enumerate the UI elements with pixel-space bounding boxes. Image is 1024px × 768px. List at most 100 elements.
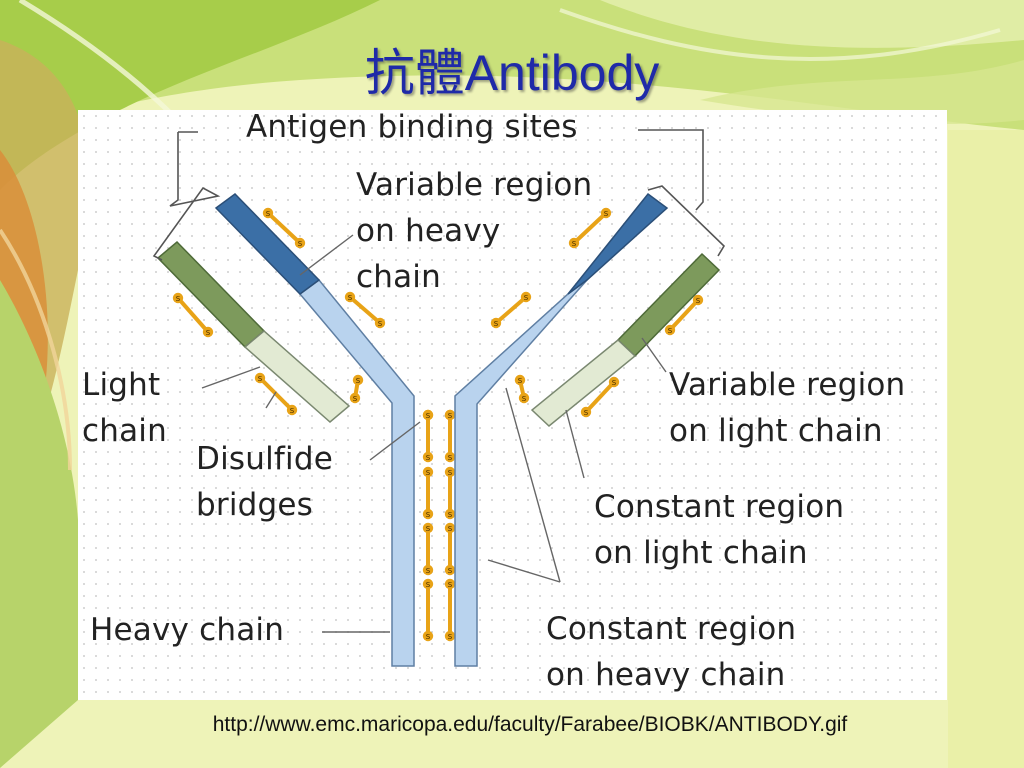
label-constant-region-light: Constant region on light chain [594, 489, 845, 571]
disulfide-atom [422, 409, 434, 421]
disulfide-atom [692, 294, 704, 306]
disulfide-atom-label: s [696, 296, 701, 306]
disulfide-bond [494, 295, 528, 325]
label-disulfide-bridges: Disulfide bridges [196, 441, 333, 523]
disulfide-atom-label: s [494, 319, 499, 329]
heavy-chain-left-variable [214, 193, 321, 295]
disulfide-atom [444, 409, 456, 421]
disulfide-bond [572, 211, 608, 245]
antibody-structure-drawing: ssssssssssssssssssssssssssssssssssssss [152, 129, 726, 667]
disulfide-atom [286, 404, 298, 416]
disulfide-atom-label: s [356, 376, 361, 386]
disulfide-atom-label: s [572, 239, 577, 249]
disulfide-atom-label: s [448, 580, 453, 590]
label-variable-region-heavy: Variable region on heavy chain [356, 167, 593, 295]
disulfide-atom-label: s [426, 580, 431, 590]
disulfide-atom [608, 376, 620, 388]
disulfide-bond [258, 376, 294, 412]
disulfide-atom [600, 207, 612, 219]
disulfide-atom-label: s [584, 408, 589, 418]
disulfide-atom [444, 564, 456, 576]
heavy-chain-right-variable [567, 192, 669, 295]
label-antigen-binding-sites: Antigen binding sites [246, 109, 578, 145]
disulfide-atom [422, 578, 434, 590]
disulfide-atom-label: s [604, 209, 609, 219]
label-constant-region-heavy: Constant region on heavy chain [546, 611, 797, 693]
disulfide-atom-label: s [426, 566, 431, 576]
leader-variable-light [641, 337, 667, 373]
disulfide-atom-label: s [524, 293, 529, 303]
disulfide-atom-label: s [448, 524, 453, 534]
disulfide-bonds: ssssssssssssssssssssssssssssssssssssss [172, 207, 704, 642]
light-chain-right-constant [530, 339, 637, 427]
disulfide-atom [664, 324, 676, 336]
slide-title: 抗體Antibody [364, 45, 660, 101]
disulfide-bond [266, 211, 302, 245]
disulfide-atom [349, 392, 361, 404]
disulfide-atom-label: s [266, 209, 271, 219]
leader-disulfide [265, 391, 277, 409]
disulfide-bond [176, 296, 210, 334]
disulfide-atom-label: s [426, 468, 431, 478]
disulfide-atom-label: s [348, 293, 353, 303]
disulfide-atom-label: s [353, 394, 358, 404]
leader-constant-heavy-1 [505, 387, 561, 583]
disulfide-atom-label: s [426, 524, 431, 534]
disulfide-atom-label: s [206, 328, 211, 338]
disulfide-atom-label: s [258, 374, 263, 384]
label-heavy-chain: Heavy chain [90, 612, 285, 648]
disulfide-atom-label: s [378, 319, 383, 329]
disulfide-bond [668, 298, 700, 332]
antibody-diagram: ssssssssssssssssssssssssssssssssssssss [78, 109, 947, 700]
binding-site-bracket-right [638, 129, 726, 257]
disulfide-atom-label: s [426, 632, 431, 642]
disulfide-atom [490, 317, 502, 329]
leader-variable-heavy [299, 234, 354, 276]
disulfide-atom-label: s [518, 376, 523, 386]
disulfide-atom [444, 466, 456, 478]
disulfide-atom-label: s [448, 468, 453, 478]
binding-site-bracket-left [152, 131, 221, 261]
disulfide-atom-label: s [426, 411, 431, 421]
disulfide-atom-label: s [298, 239, 303, 249]
disulfide-atom [580, 406, 592, 418]
disulfide-atom [520, 291, 532, 303]
disulfide-atom [262, 207, 274, 219]
light-chain-left-constant [243, 330, 351, 423]
leader-disulfide-hinge [369, 421, 421, 461]
disulfide-atom [444, 508, 456, 520]
disulfide-atom [422, 451, 434, 463]
disulfide-atom [444, 522, 456, 534]
leader-constant-light [565, 409, 585, 479]
disulfide-atom [374, 317, 386, 329]
disulfide-atom [422, 466, 434, 478]
disulfide-atom-label: s [176, 294, 181, 304]
disulfide-atom-label: s [612, 378, 617, 388]
disulfide-atom [568, 237, 580, 249]
disulfide-atom [422, 522, 434, 534]
disulfide-atom [202, 326, 214, 338]
disulfide-atom [518, 392, 530, 404]
disulfide-atom [422, 630, 434, 642]
disulfide-bond [584, 380, 616, 414]
disulfide-atom-label: s [426, 510, 431, 520]
disulfide-atom-label: s [448, 411, 453, 421]
disulfide-atom [444, 451, 456, 463]
leader-constant-heavy-2 [487, 559, 561, 583]
leader-lines [201, 234, 667, 633]
disulfide-atom [444, 630, 456, 642]
disulfide-atom [352, 374, 364, 386]
disulfide-atom-label: s [668, 326, 673, 336]
disulfide-bond [348, 295, 382, 325]
leader-light-chain [201, 366, 261, 389]
disulfide-atom-label: s [426, 453, 431, 463]
label-variable-region-light: Variable region on light chain [669, 367, 906, 449]
label-light-chain: Light chain [82, 367, 167, 449]
disulfide-atom [514, 374, 526, 386]
disulfide-atom [344, 291, 356, 303]
disulfide-atom-label: s [448, 632, 453, 642]
disulfide-atom-label: s [448, 510, 453, 520]
disulfide-atom [294, 237, 306, 249]
disulfide-atom-label: s [448, 453, 453, 463]
disulfide-atom [254, 372, 266, 384]
